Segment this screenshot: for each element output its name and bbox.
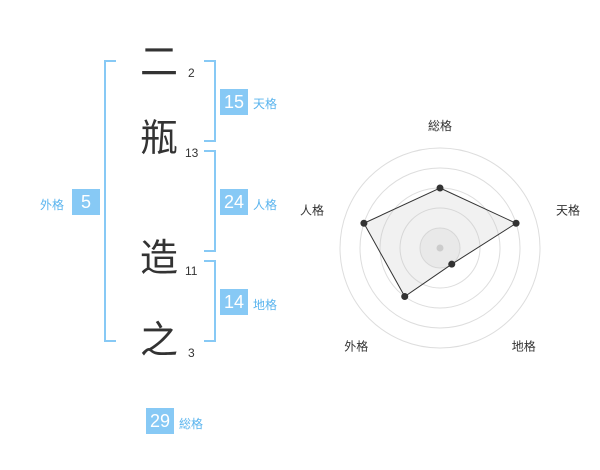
radar-point-1 [436,184,444,192]
name-char-4: 之 [140,318,179,362]
chikaku-value-badge: 14 [220,289,248,315]
gaikaku-value-badge: 5 [72,189,100,215]
radar-ring [399,207,481,289]
radar-point-3 [448,260,456,268]
gaikaku-bracket [104,60,116,342]
radar-point-2 [512,219,520,227]
gaikaku-label: 外格 [40,198,65,212]
jinkaku-value-badge: 24 [220,189,248,215]
radar-point-4 [401,293,409,301]
name-char-3: 造 [140,236,179,280]
tenkaku-label: 天格 [253,97,278,111]
stroke-count-3: 11 [185,264,198,278]
chikaku-label: 地格 [253,298,278,312]
stroke-count-4: 3 [188,346,195,360]
radar-axis-label: 天格 [556,202,580,217]
radar-point-5 [360,219,368,227]
chikaku-bracket [204,260,216,342]
radar-axis-label: 外格 [344,339,368,354]
jinkaku-label: 人格 [253,198,278,212]
radar-center-dot [436,244,444,252]
radar-points [360,184,520,301]
tenkaku-value-badge: 15 [220,89,248,115]
radar-data-polygon [363,187,518,298]
soukaku-label: 総格 [179,417,204,431]
soukaku-value-badge: 29 [146,408,174,434]
radar-ring [359,167,521,329]
name-char-2: 瓶 [140,116,179,160]
radar-axis-label: 地格 [512,339,536,354]
radar-ring [339,147,541,349]
tenkaku-bracket [204,60,216,142]
radar-axis-label: 総格 [428,118,452,133]
name-char-1: 二 [140,40,179,84]
stroke-count-1: 2 [188,66,195,80]
stroke-count-2: 13 [185,146,199,160]
jinkaku-bracket [204,150,216,252]
radar-axis-label: 人格 [300,202,324,217]
